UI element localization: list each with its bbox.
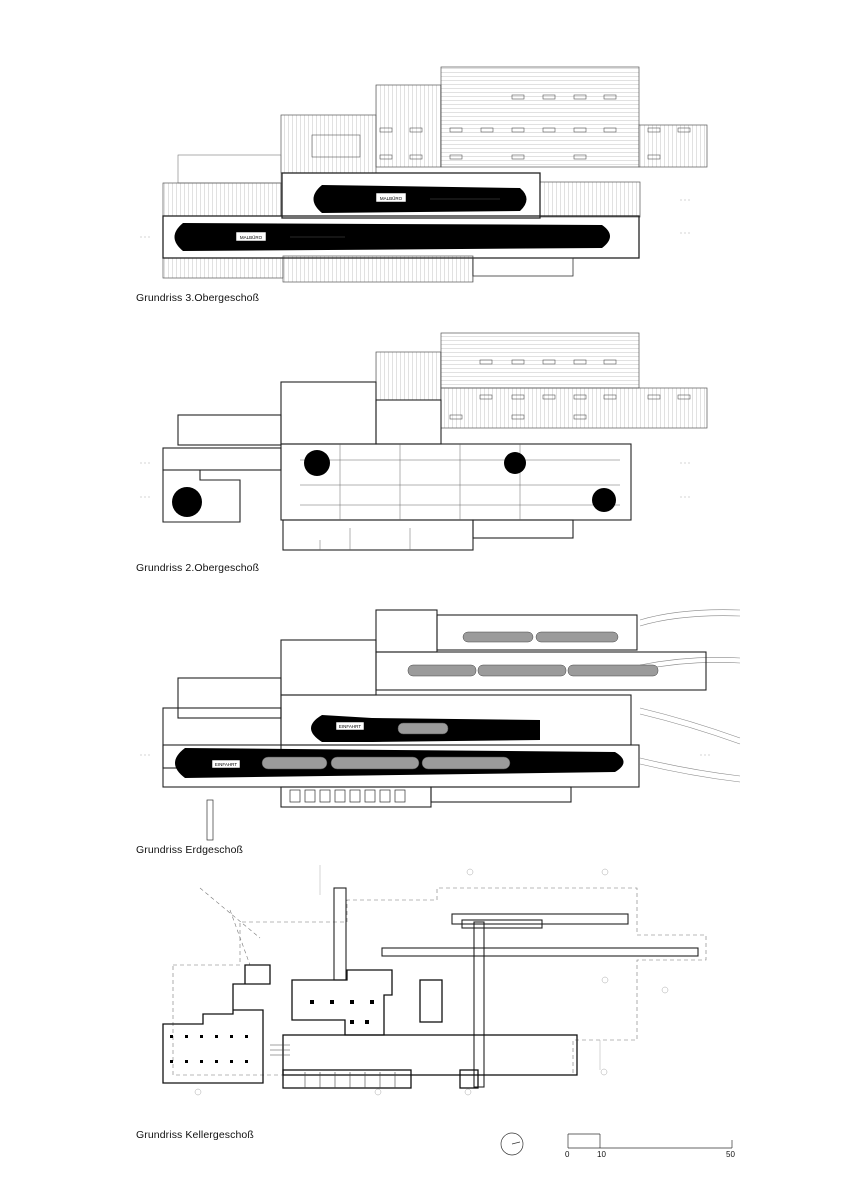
plan-sign-text: EINFAHRT <box>215 762 237 767</box>
scale-label-0: 0 <box>565 1150 570 1159</box>
plan-sign-text: MALBÜRO <box>380 195 403 201</box>
scale-bar-drawing <box>567 1133 733 1149</box>
plan-sign-3og: MALBÜRO MALBÜRO <box>235 192 407 242</box>
plan-sign-text: EINFAHRT <box>339 724 361 729</box>
floor-plan-eg: EINFAHRT EINFAHRT <box>0 590 848 850</box>
floor-plan-kg-drawing <box>162 865 707 1096</box>
plan-sign-text: MALBÜRO <box>240 234 263 240</box>
plan-caption-kg: Grundriss Kellergeschoß <box>136 1129 254 1141</box>
plan-caption-2og: Grundriss 2.Obergeschoß <box>136 562 260 574</box>
plan-sign-eg: EINFAHRT EINFAHRT <box>211 721 365 769</box>
north-arrow-icon <box>500 1132 524 1156</box>
floor-plan-3og-drawing: MALBÜRO MALBÜRO <box>140 66 708 283</box>
floor-plan-2og-drawing <box>140 332 708 551</box>
plan-caption-eg: Grundriss Erdgeschoß <box>136 844 244 856</box>
floor-plan-3og: MALBÜRO MALBÜRO <box>0 0 848 300</box>
floor-plan-eg-drawing: EINFAHRT EINFAHRT <box>140 609 741 841</box>
scale-bar: 0 10 50 <box>560 1128 760 1168</box>
floor-plan-kg <box>0 860 848 1110</box>
plan-caption-3og: Grundriss 3.Obergeschoß <box>136 292 260 304</box>
floor-plan-2og <box>0 300 848 570</box>
scale-label-10: 10 <box>597 1150 606 1159</box>
scale-label-50: 50 <box>726 1150 735 1159</box>
